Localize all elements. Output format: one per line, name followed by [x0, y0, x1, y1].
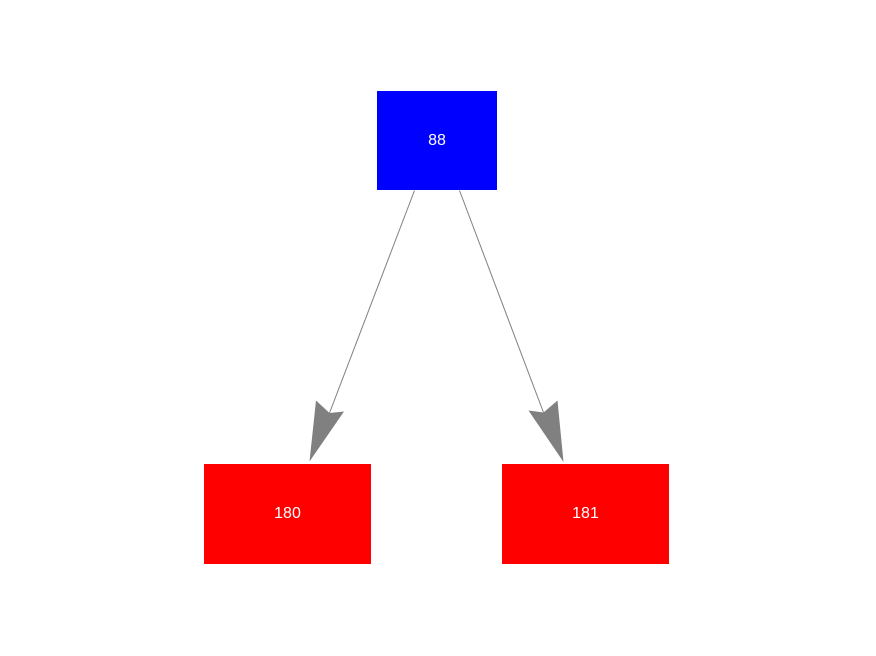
edge-88-180-arrowhead-icon: [309, 400, 344, 462]
edge-88-180: [309, 190, 415, 462]
node-88[interactable]: 88: [377, 91, 497, 190]
node-180[interactable]: 180: [204, 464, 371, 564]
edge-88-180-line: [329, 190, 415, 414]
node-181[interactable]: 181: [502, 464, 669, 564]
edge-88-181-arrowhead-icon: [528, 400, 564, 462]
node-88-label: 88: [428, 131, 446, 149]
node-181-label: 181: [572, 505, 599, 522]
edge-88-181: [459, 190, 564, 462]
node-180-label: 180: [274, 505, 301, 522]
edge-88-181-line: [459, 190, 544, 413]
